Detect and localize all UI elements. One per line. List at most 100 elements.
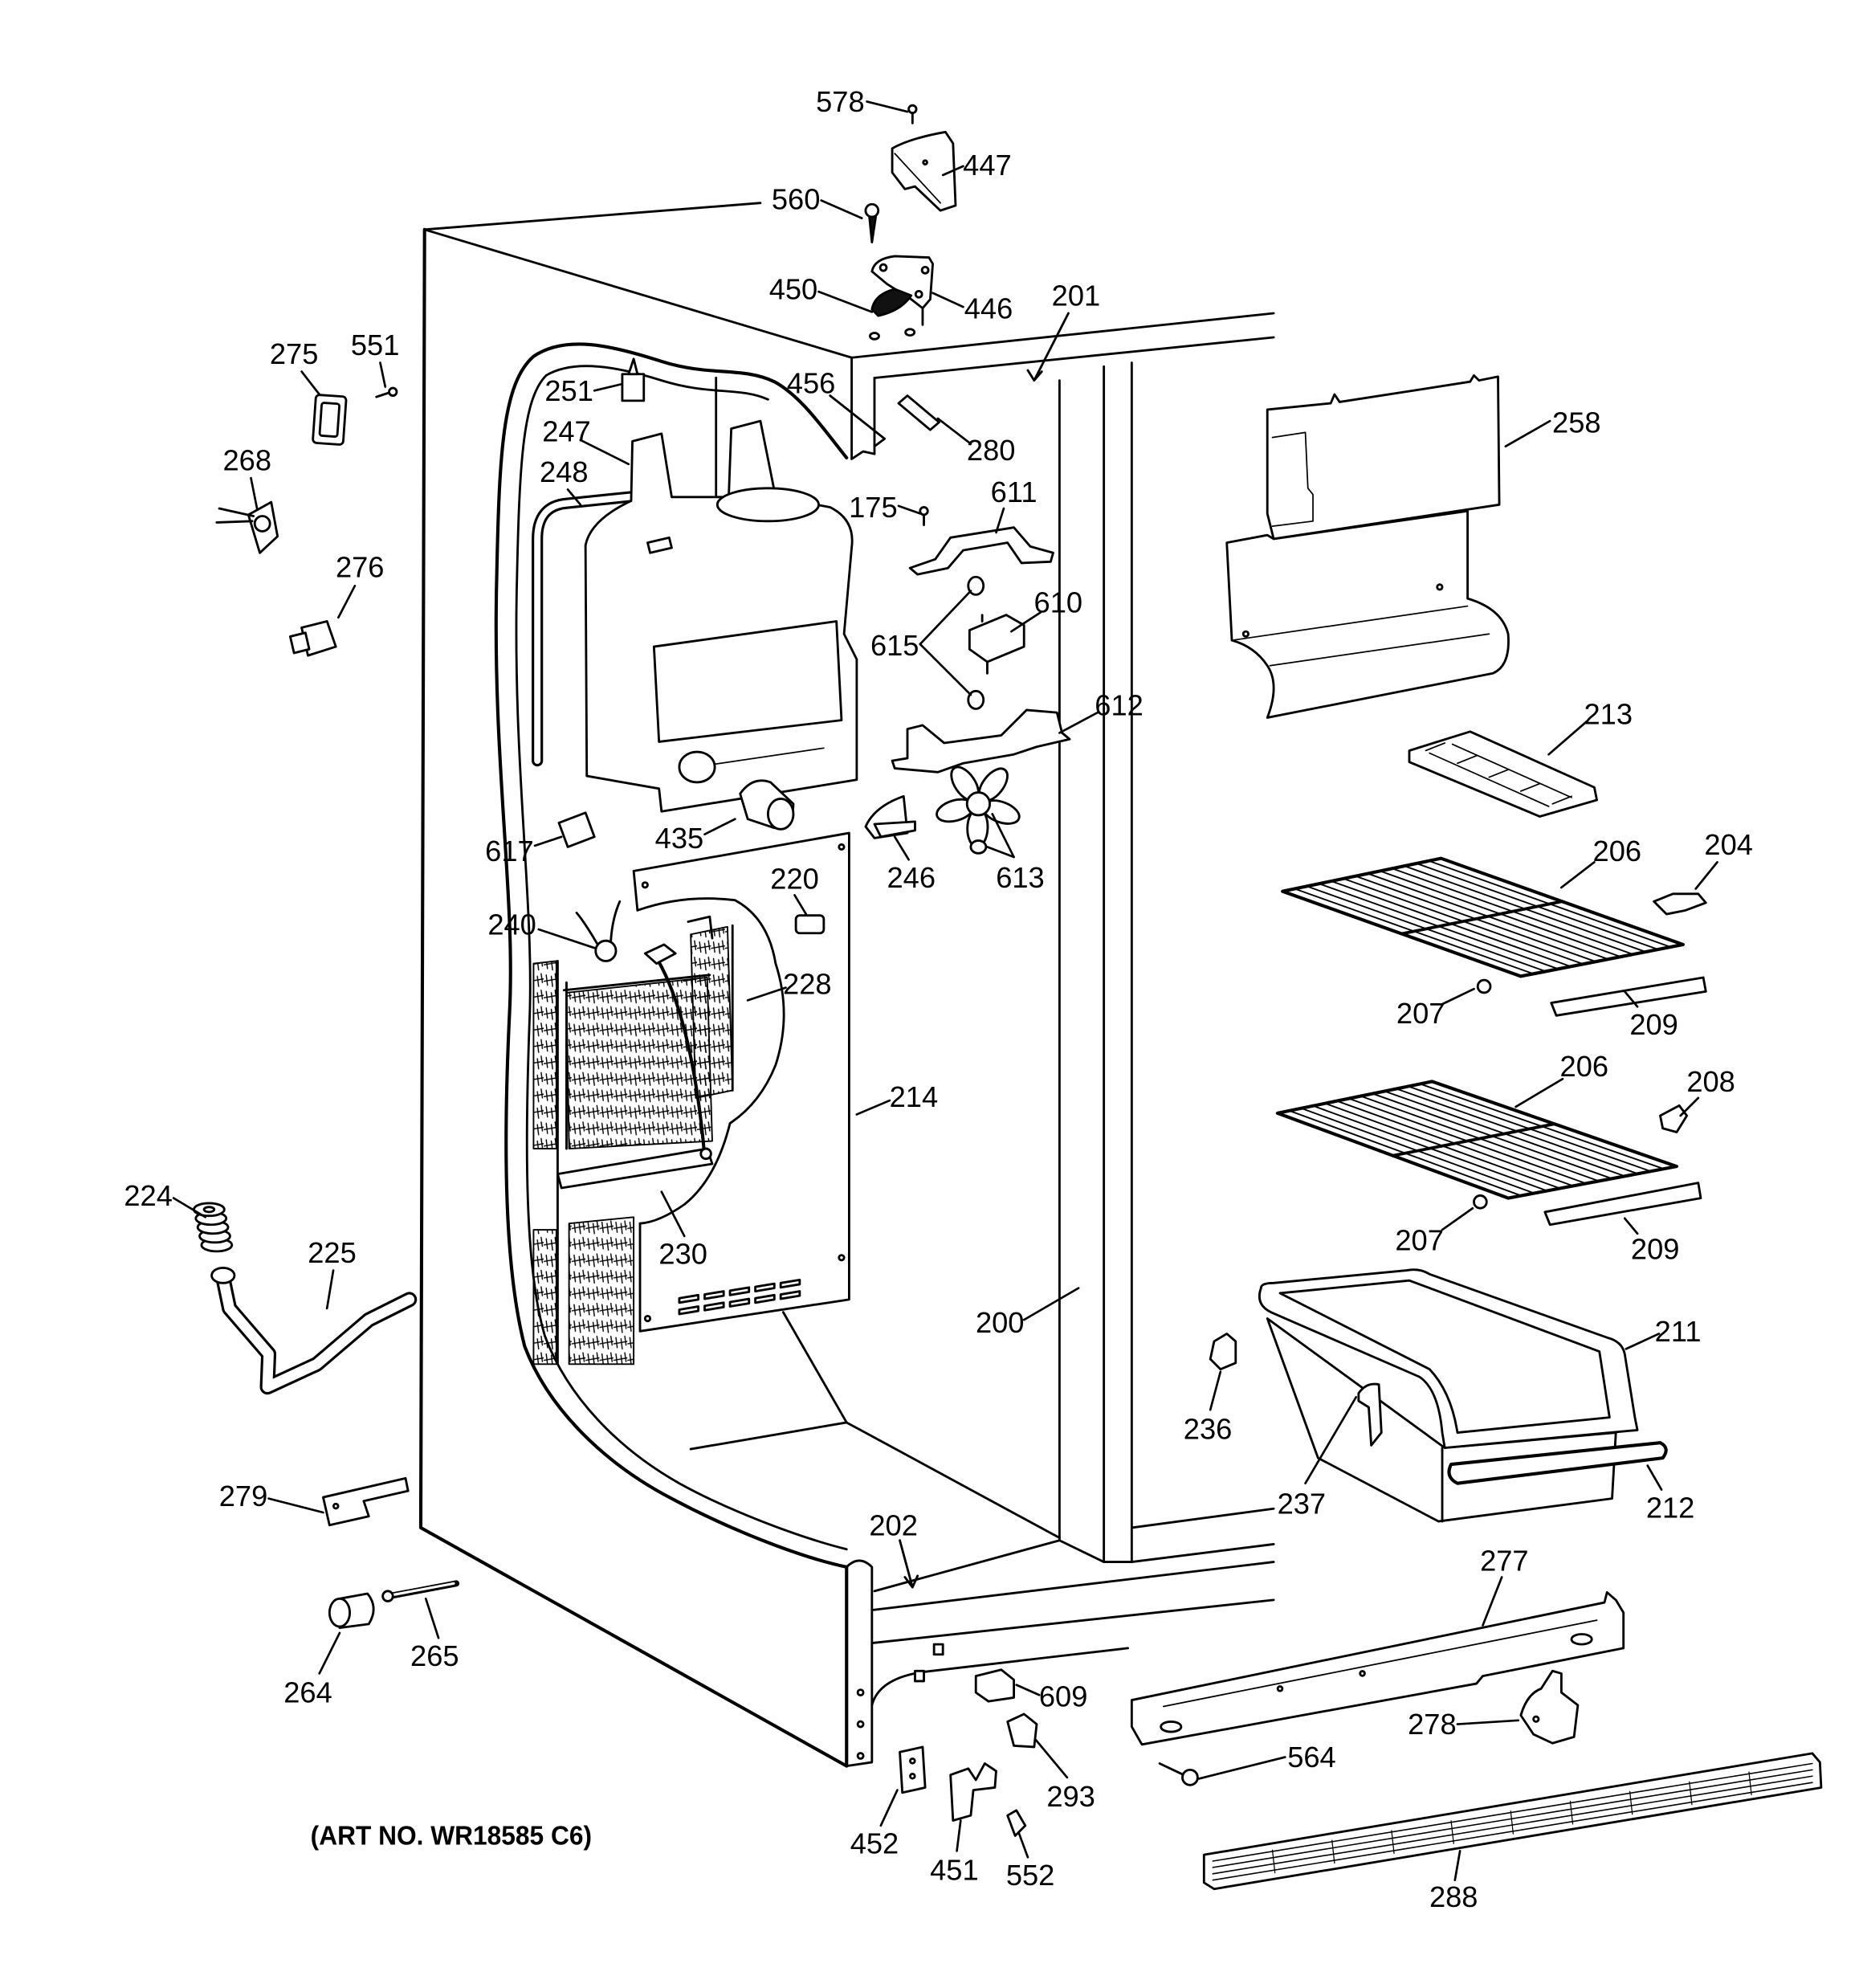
leader-line-611 bbox=[995, 507, 1005, 534]
callout-label: 211 bbox=[1655, 1315, 1702, 1348]
callout-label: 293 bbox=[1046, 1780, 1095, 1813]
hinge-cover-shape bbox=[891, 130, 957, 212]
mullion-bottom bbox=[1058, 1539, 1133, 1563]
cover-vent-slots bbox=[678, 1278, 801, 1316]
motor-shaft bbox=[980, 614, 989, 675]
callout-label: 209 bbox=[1629, 1008, 1678, 1041]
callout-label: 251 bbox=[544, 374, 593, 407]
leader-line-204 bbox=[1694, 861, 1718, 890]
part-258-ice-tray-shelf bbox=[1225, 374, 1510, 719]
grommet bbox=[1473, 1194, 1488, 1210]
roller-face bbox=[328, 1597, 352, 1628]
callout-label: 230 bbox=[658, 1238, 707, 1271]
callout-label: 615 bbox=[870, 629, 919, 662]
cabinet-front-bottom-post bbox=[845, 1559, 874, 1768]
switch-plunger bbox=[288, 631, 311, 655]
leader-line-447 bbox=[941, 165, 964, 177]
leader-line-202 bbox=[899, 1539, 919, 1589]
leader-line-615a bbox=[919, 590, 972, 646]
vent-slot bbox=[678, 1293, 700, 1304]
leader-line-552 bbox=[1017, 1831, 1029, 1859]
vent-slot bbox=[779, 1278, 801, 1289]
handle-shape bbox=[1447, 1441, 1668, 1485]
callout-label: 236 bbox=[1184, 1412, 1233, 1445]
leader-line-609 bbox=[1015, 1684, 1041, 1696]
bezel-opening bbox=[318, 402, 340, 439]
leader-line-268 bbox=[250, 476, 259, 511]
part-213-ice-tray bbox=[1408, 730, 1598, 818]
leader-line-564 bbox=[1197, 1756, 1286, 1780]
leader-line-613a bbox=[991, 813, 1015, 859]
part-207-shelf-grommets bbox=[1473, 978, 1492, 1210]
hinge-hole bbox=[869, 332, 880, 341]
thermostat-dial bbox=[253, 515, 271, 533]
leader-line-615b bbox=[919, 643, 972, 696]
part-206-shelf-upper bbox=[1281, 856, 1685, 978]
callout-label: 213 bbox=[1584, 697, 1633, 730]
callout-label: 447 bbox=[963, 149, 1012, 182]
callout-label: 268 bbox=[222, 444, 271, 477]
part-578-screw bbox=[907, 104, 918, 125]
cover-hole bbox=[838, 843, 846, 851]
callout-label: 212 bbox=[1646, 1491, 1695, 1524]
part-224-drain-grommet bbox=[193, 1202, 234, 1253]
support-shape bbox=[1659, 1104, 1689, 1133]
part-435-damper-motor bbox=[739, 779, 795, 831]
leader-line-240 bbox=[537, 928, 597, 950]
crisper-rim-inner bbox=[1278, 1279, 1611, 1434]
callout-label: 247 bbox=[542, 414, 591, 447]
callout-label: 225 bbox=[308, 1236, 357, 1269]
grille-rib bbox=[1391, 1830, 1395, 1855]
part-237-pan-latch bbox=[1357, 1382, 1383, 1447]
grille-rib bbox=[1450, 1820, 1454, 1844]
leader-line-617 bbox=[533, 835, 563, 847]
part-248-drain-tube bbox=[532, 490, 646, 767]
evaporator-fins-left bbox=[532, 960, 557, 1149]
leader-line-293 bbox=[1034, 1738, 1069, 1779]
freezer-floor-front bbox=[689, 1421, 848, 1451]
cutaway-inner-line bbox=[515, 365, 848, 1551]
wire-connector bbox=[643, 943, 677, 965]
motor-face bbox=[766, 798, 795, 831]
fresh-food-floor-edge-lower bbox=[1130, 1543, 1275, 1563]
rail-slot bbox=[1160, 1720, 1183, 1733]
part-612-motor-bracket-lower bbox=[891, 708, 1071, 774]
base-square-hole bbox=[932, 1643, 944, 1656]
base-line-upper bbox=[870, 1561, 1275, 1611]
cabinet-front-top-flange bbox=[850, 356, 876, 460]
hinge-hole bbox=[879, 263, 888, 272]
shelf-back-panel bbox=[1266, 374, 1501, 541]
callout-label: 175 bbox=[849, 491, 898, 524]
leader-line-211 bbox=[1625, 1333, 1661, 1350]
part-246-fan-shroud-clip bbox=[864, 794, 916, 839]
vent-slot bbox=[703, 1301, 725, 1312]
callout-label: 275 bbox=[270, 337, 319, 370]
leader-line-228 bbox=[746, 986, 787, 1002]
clip-tab bbox=[627, 357, 639, 376]
bracket-shape bbox=[322, 1476, 410, 1527]
callout-label: 609 bbox=[1039, 1680, 1088, 1712]
fresh-food-floor-edge bbox=[1130, 1507, 1275, 1529]
leader-line-213 bbox=[1547, 720, 1588, 756]
cover-cutaway-edge bbox=[636, 897, 785, 1225]
grommet bbox=[1476, 978, 1492, 994]
callout-label: 279 bbox=[219, 1480, 268, 1512]
hinge-hole bbox=[1532, 1715, 1540, 1723]
callout-label: 264 bbox=[283, 1676, 332, 1709]
leader-line-435 bbox=[703, 818, 736, 835]
duct-tab bbox=[646, 536, 673, 554]
callout-label: 202 bbox=[869, 1508, 918, 1541]
part-615-grommets bbox=[967, 575, 985, 710]
part-220-light-lens bbox=[794, 914, 826, 935]
duct-body bbox=[584, 419, 858, 813]
part-204-shelf-support bbox=[1653, 892, 1707, 916]
post-hole bbox=[856, 1720, 865, 1729]
callout-label: 611 bbox=[991, 476, 1037, 508]
callout-label: 208 bbox=[1686, 1065, 1735, 1098]
shelf-frame bbox=[1281, 856, 1685, 978]
leader-line-230 bbox=[660, 1190, 686, 1238]
grommet-hole bbox=[202, 1206, 216, 1214]
grille-rib bbox=[1748, 1771, 1752, 1796]
rail-hole bbox=[1359, 1670, 1366, 1677]
